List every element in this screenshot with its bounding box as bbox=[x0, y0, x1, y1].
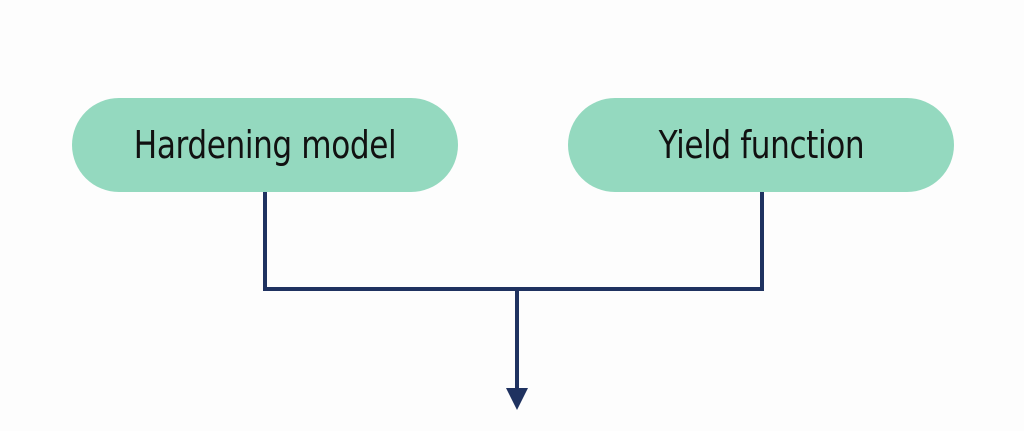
left-branch-line bbox=[263, 192, 517, 291]
yield-function-node: Yield function bbox=[568, 98, 954, 192]
yield-function-label: Yield function bbox=[658, 123, 864, 167]
arrowhead-down-icon bbox=[506, 388, 528, 410]
hardening-model-node: Hardening model bbox=[72, 98, 458, 192]
hardening-model-label: Hardening model bbox=[133, 123, 397, 167]
right-branch-line bbox=[517, 192, 764, 291]
